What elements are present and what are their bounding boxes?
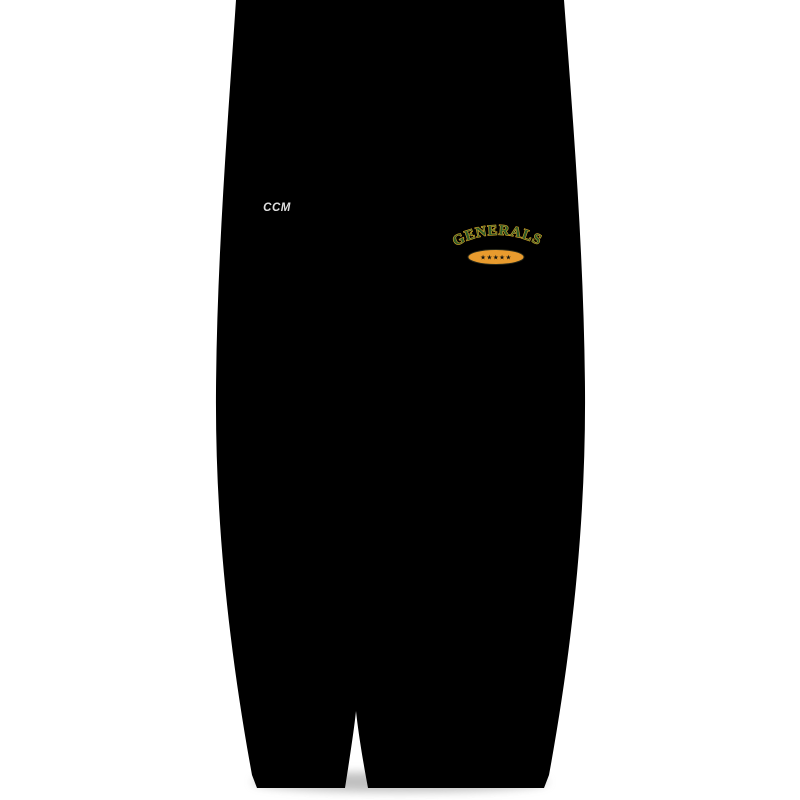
banner-stars: ★★★★★ (480, 254, 512, 262)
ccm-brand-logo: CCM (263, 202, 291, 214)
stars-banner (467, 249, 525, 265)
hockey-pants-silhouette (215, 0, 586, 788)
